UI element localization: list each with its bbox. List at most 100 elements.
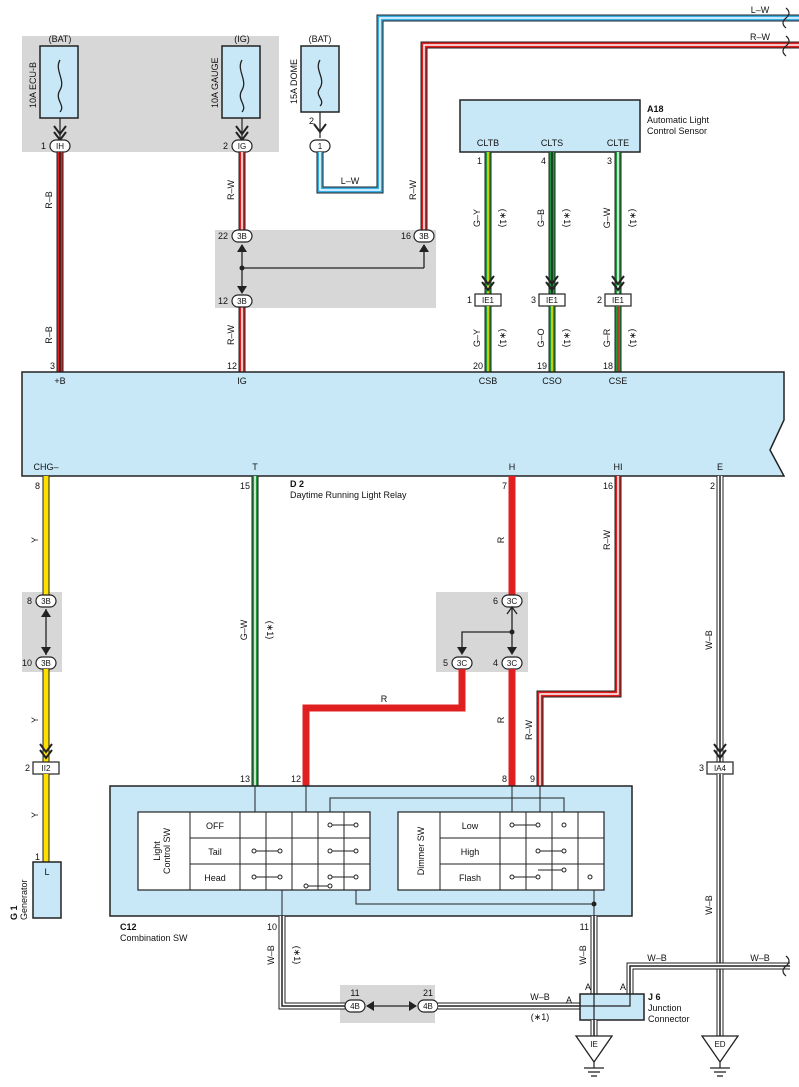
pin-number: 2 [309, 116, 314, 126]
fuse-dome-name: 15A DOME [289, 59, 299, 104]
wire-label: Y [30, 537, 40, 543]
light-position-head: Head [204, 873, 226, 883]
connector-label: 3B [237, 232, 247, 241]
generator-name: Generator [19, 879, 29, 920]
arrow-icon [237, 244, 247, 252]
connector-label: IE1 [612, 296, 625, 305]
ground-icon [574, 1035, 614, 1064]
connector-label: IE1 [546, 296, 559, 305]
pin-number: 6 [493, 596, 498, 606]
wire-label: R–W [524, 719, 534, 740]
relay-pin-label: CSB [479, 376, 498, 386]
wire-label: R–W [602, 529, 612, 550]
j6-name: Connector [648, 1014, 690, 1024]
fuse-gauge-supply: (IG) [234, 34, 250, 44]
wire-l-w [316, 14, 799, 194]
pin-number: 3 [699, 763, 704, 773]
pin-number: 12 [227, 361, 237, 371]
sensor-code: A18 [647, 104, 664, 114]
sensor-pin-label: CLTS [541, 138, 563, 148]
fuse-ecu-b-icon [57, 59, 63, 113]
light-position-off: OFF [206, 821, 224, 831]
sensor-body [459, 99, 641, 153]
junction-3b-background [215, 230, 436, 308]
connector-3b [231, 294, 253, 308]
generator-body [32, 861, 62, 919]
relay-pin-label: CSE [609, 376, 628, 386]
pin-number: 15 [240, 481, 250, 491]
fuse-ecu-b-supply: (BAT) [49, 34, 72, 44]
light-sw-title: Light [152, 841, 162, 861]
dimmer-switch [397, 811, 605, 891]
junction-3b: 22 3B 16 3B 12 3B [218, 229, 435, 308]
sensor-pin-label: CLTE [607, 138, 629, 148]
auto-light-sensor: A18 Automatic Light Control Sensor CLTB … [459, 99, 710, 166]
wire-w-b-10 [278, 916, 345, 1010]
dimmer-sw-title: Dimmer SW [416, 826, 426, 875]
j6-pin: A [585, 982, 591, 992]
pin-number: 4 [541, 156, 546, 166]
wire-label: G–W [602, 207, 612, 228]
wire-label: W–B [578, 945, 588, 965]
junction-4b: 11 4B 21 4B [344, 988, 439, 1013]
wire-label: G–B [536, 209, 546, 227]
connector-3b [35, 594, 57, 608]
connector-label: 3C [507, 659, 517, 668]
wire-r-w-right [420, 41, 799, 236]
wire-r-w-hi [536, 476, 622, 786]
fuse-ecu-b-body [39, 45, 79, 119]
connector-label: 3B [237, 297, 247, 306]
connector-4b [344, 999, 366, 1013]
arrow-icon [237, 286, 247, 294]
pin-number: 4 [493, 658, 498, 668]
fuse-dome-supply: (BAT) [309, 34, 332, 44]
connector-label: IG [238, 142, 246, 151]
wire-note: (∗1) [628, 209, 638, 228]
junction-connector-j6: A A A J 6 Junction Connector [566, 982, 690, 1024]
fuse-gauge-name: 10A GAUGE [210, 57, 220, 108]
connector-label: 4B [423, 1002, 433, 1011]
pin-number: 22 [218, 231, 228, 241]
wire-label: W–B [704, 630, 714, 650]
connector-label: IE1 [482, 296, 495, 305]
relay-pin-label: CHG– [33, 462, 58, 472]
connector-label: IA4 [714, 764, 727, 773]
j6-pin: A [566, 995, 572, 1005]
pin-number: 11 [580, 922, 589, 932]
wire-label: L–W [751, 5, 770, 15]
pin-number: 1 [467, 295, 472, 305]
pin-number: 1 [41, 141, 46, 151]
fuse-ecu-b-name: 10A ECU-B [28, 62, 38, 108]
pin-number: 2 [25, 763, 30, 773]
relay-pin-label: IG [237, 376, 247, 386]
j6-pin: A [620, 982, 626, 992]
pin-number: 10 [22, 658, 32, 668]
fuse-gauge: (IG) 10A GAUGE [210, 34, 261, 119]
relay-name: Daytime Running Light Relay [290, 490, 407, 500]
pin-number: 18 [603, 361, 613, 371]
connector-3b [413, 229, 435, 243]
dimmer-position-low: Low [462, 821, 479, 831]
ground-label: IE [590, 1040, 598, 1049]
fuse-gauge-body [221, 45, 261, 119]
connector-label: II2 [42, 764, 51, 773]
pin-number: 16 [603, 481, 613, 491]
pin-number: 20 [473, 361, 483, 371]
junction-3b-y: 8 3B 10 3B [22, 594, 57, 670]
dimmer-position-high: High [461, 847, 480, 857]
fuse-ecu-b: (BAT) 10A ECU-B [28, 34, 79, 119]
ground-ie: IE [574, 1020, 614, 1077]
light-position-tail: Tail [208, 847, 222, 857]
wire-note: (∗1) [562, 329, 572, 348]
connector-label: 1 [318, 142, 323, 151]
wire-label: Y [30, 812, 40, 818]
pin-number: 5 [443, 658, 448, 668]
wire-label: W–B [266, 945, 276, 965]
pin-number: 10 [267, 922, 277, 932]
connector-label: 3B [41, 659, 51, 668]
sensor-pin-label: CLTB [477, 138, 499, 148]
ground-icon [700, 1035, 740, 1064]
wire-label: G–W [239, 619, 249, 640]
ground-label: ED [714, 1040, 725, 1049]
relay-pin-label: +B [54, 376, 65, 386]
